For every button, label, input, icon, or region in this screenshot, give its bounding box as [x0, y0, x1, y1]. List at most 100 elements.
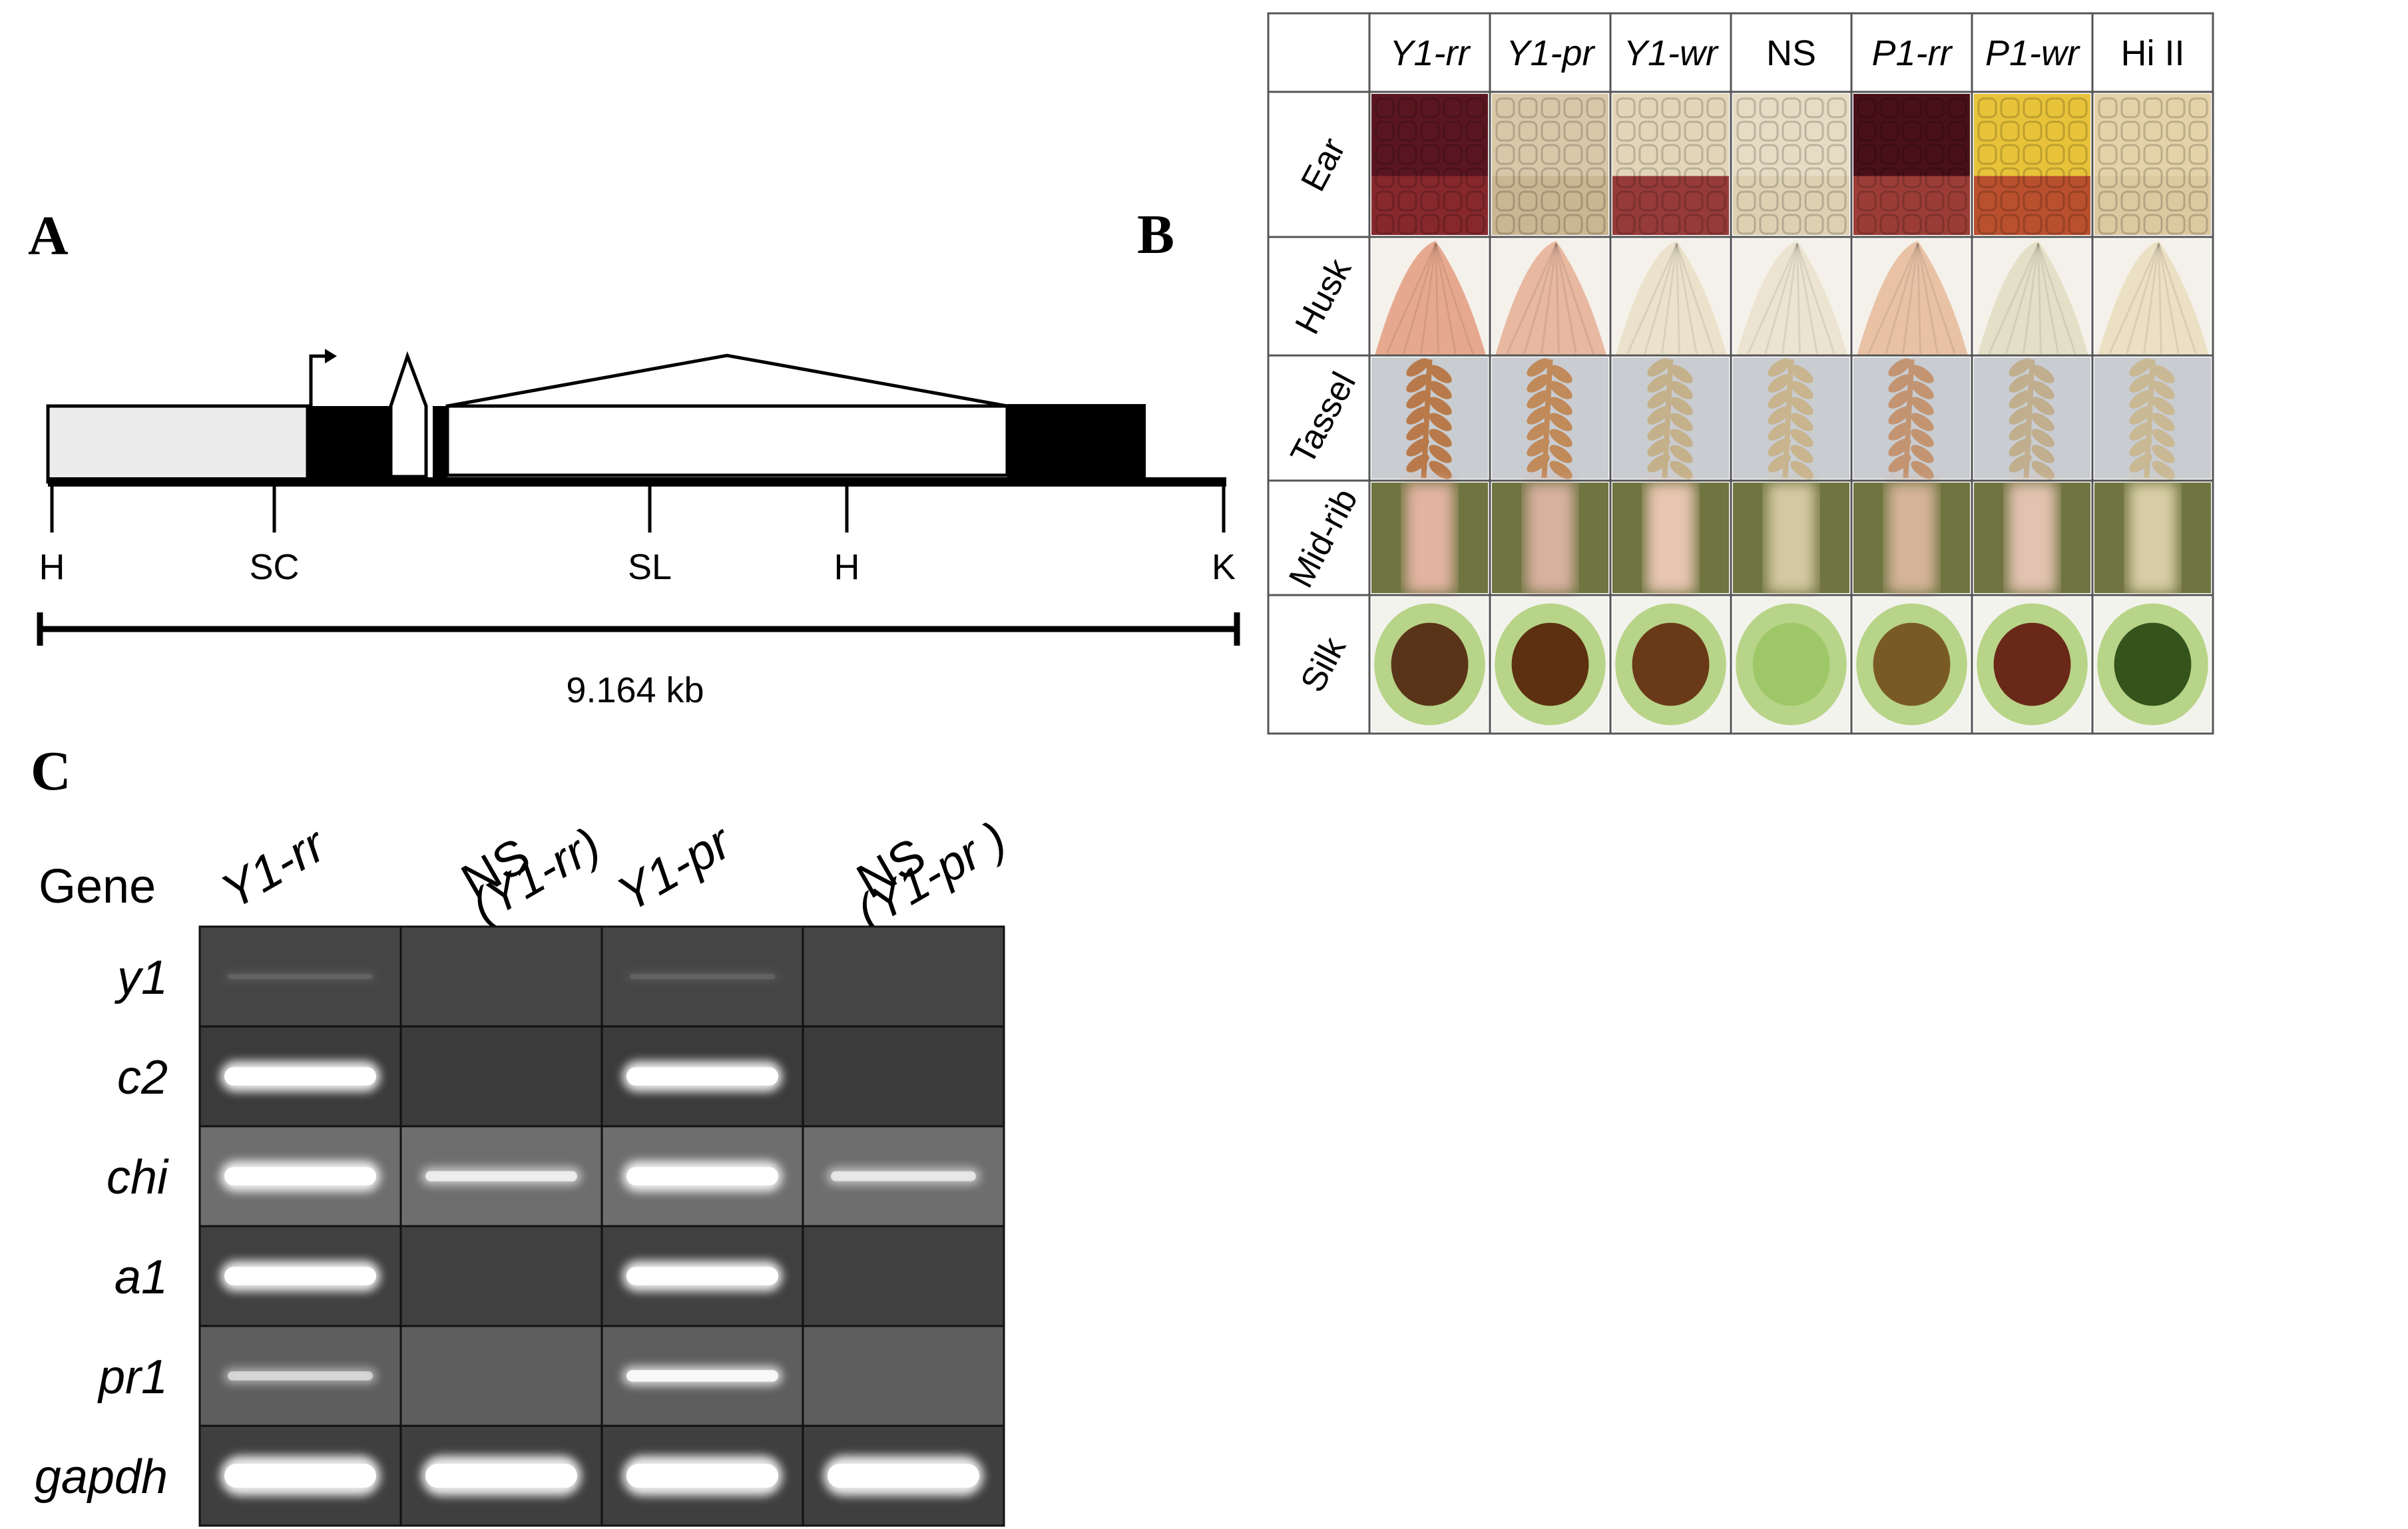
table-column-header: P1-rr	[1872, 33, 1953, 73]
table-image-cell	[1853, 597, 1970, 732]
table-column-header: Hi II	[2120, 33, 2184, 73]
rt-pcr-gel: y1 c2 chi a1 pr1 gapdh	[35, 925, 1005, 1527]
table-image-cell	[1974, 597, 2090, 732]
table-image-cell	[1612, 483, 1729, 593]
table-grid	[1267, 12, 2214, 735]
exon-1	[308, 406, 391, 482]
table-image-cell	[1853, 94, 1970, 235]
table-image-cell	[2094, 94, 2211, 235]
intron-1	[389, 351, 428, 479]
table-image-cell	[1492, 94, 1608, 235]
table-image-cell	[1733, 239, 1849, 355]
gel-band	[421, 1168, 581, 1185]
table-image-cell	[1733, 483, 1849, 593]
restriction-site-label: H	[834, 547, 860, 587]
table-image-cell	[1733, 357, 1849, 479]
table-image-cell	[1371, 94, 1488, 235]
table-image-cell	[1371, 483, 1488, 593]
table-image-cell	[1612, 239, 1729, 355]
table-image-cell	[2094, 483, 2211, 593]
table-image-cell	[2094, 357, 2211, 479]
table-image-cell	[1853, 357, 1970, 479]
intron-2	[445, 404, 1009, 477]
table-column-header: P1-wr	[1985, 33, 2080, 73]
gel-lane-header: Y1-pr	[608, 813, 742, 922]
gel-band	[622, 1161, 782, 1192]
table-column-header: Y1-pr	[1506, 33, 1595, 73]
table-image-cell	[2094, 597, 2211, 732]
gel-lane-cell	[802, 1225, 1005, 1327]
tss-arrow-head-icon	[325, 349, 337, 363]
restriction-site-label: K	[1212, 547, 1236, 587]
exon-3	[1007, 404, 1146, 482]
gel-band	[622, 1366, 782, 1386]
panel-a-letter: A	[28, 205, 69, 267]
gel-lane-subheader: (Y1-rr)	[463, 818, 609, 933]
gel-band	[220, 1456, 380, 1496]
table-image-cell	[1974, 239, 2090, 355]
gel-gene-label: c2	[117, 1051, 168, 1104]
table-column-header: Y1-wr	[1624, 33, 1719, 73]
table-column-header: NS	[1766, 33, 1816, 73]
intron-2-splice	[447, 353, 1008, 408]
scale-bar: 9.164 kb	[37, 612, 1240, 710]
table-image-cell	[1371, 357, 1488, 479]
gel-band	[224, 972, 377, 981]
gel-gene-label: y1	[114, 951, 168, 1004]
restriction-site-label: SL	[628, 547, 672, 587]
panel-b-letter: B	[1137, 204, 1174, 266]
table-image-cell	[1371, 239, 1488, 355]
gel-gene-label: chi	[107, 1151, 169, 1204]
gel-lane-header: Y1-rr	[212, 815, 336, 919]
gel-band	[827, 1168, 980, 1185]
gel-lane-cell	[399, 925, 603, 1028]
gel-gene-header: Gene	[39, 860, 156, 913]
gel-lane-cell	[399, 1225, 603, 1327]
table-image-cell	[1974, 94, 2090, 235]
promoter-region	[46, 404, 310, 484]
table-image-cell	[1733, 597, 1849, 732]
table-image-cell	[1853, 239, 1970, 355]
gel-band	[224, 1368, 377, 1384]
table-column-header: Y1-rr	[1390, 33, 1471, 73]
table-image-cell	[1492, 483, 1608, 593]
gel-band	[220, 1261, 380, 1291]
gel-band	[626, 972, 779, 981]
table-image-cell	[1492, 239, 1608, 355]
table-image-cell	[1612, 597, 1729, 732]
gel-band	[622, 1261, 782, 1291]
table-image-cell	[1612, 94, 1729, 235]
gel-band	[220, 1161, 380, 1192]
gel-gene-label: pr1	[97, 1351, 168, 1404]
scale-bar-label: 9.164 kb	[566, 670, 704, 710]
gel-lane-cell	[399, 1025, 603, 1128]
restriction-site-label: SC	[249, 547, 299, 587]
table-image-cell	[1492, 357, 1608, 479]
table-image-cell	[2094, 239, 2211, 355]
table-image-cell	[1974, 483, 2090, 593]
gene-model	[46, 349, 1226, 487]
gel-gene-label: a1	[115, 1251, 168, 1304]
gel-gene-label: gapdh	[35, 1450, 168, 1504]
gel-lane-cell	[802, 925, 1005, 1028]
gel-lane-cell	[802, 1325, 1005, 1427]
table-image-cell	[1492, 597, 1608, 732]
table-image-cell	[1974, 357, 2090, 479]
table-image-cell	[1853, 483, 1970, 593]
table-image-cell	[1371, 597, 1488, 732]
panel-c-letter: C	[31, 740, 71, 802]
gel-band	[622, 1061, 782, 1092]
gel-band	[622, 1456, 782, 1496]
gel-lane-cell	[802, 1025, 1005, 1128]
gel-band	[220, 1061, 380, 1092]
table-image-cell	[1733, 94, 1849, 235]
tss-arrow-stem	[309, 354, 326, 406]
exon-2	[433, 406, 447, 482]
table-image-cell	[1612, 357, 1729, 479]
